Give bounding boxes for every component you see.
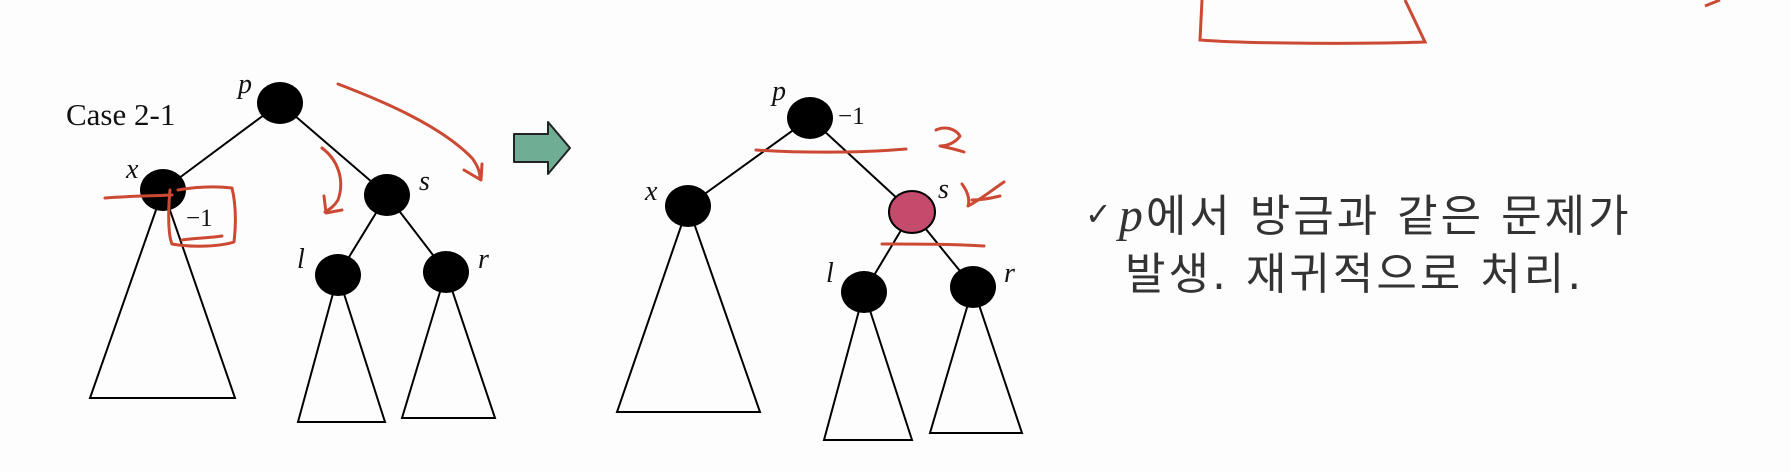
left-tree-subtrees (88, 186, 497, 423)
right-subtree-l (822, 288, 914, 441)
right-subtree-x (615, 202, 762, 413)
right-node-p (787, 97, 833, 139)
red-arrow-long-head (462, 162, 484, 182)
note-line-1-text: 에서 방금과 같은 문제가 (1145, 191, 1632, 242)
red-arrow-long (336, 82, 482, 180)
left-node-x (140, 169, 186, 211)
right-tree-subtrees (615, 202, 1024, 441)
subtree-r (400, 268, 497, 419)
red-underline-s (880, 242, 986, 248)
subtree-x (88, 186, 237, 399)
note-var-p: p (1118, 189, 1146, 242)
left-x-annotation: −1 (186, 205, 213, 232)
note-line-2: 발생. 재귀적으로 처리. (1125, 249, 1585, 300)
case-label: Case 2-1 (66, 97, 175, 132)
red-check-s (960, 180, 1006, 208)
red-scribble-r-mark (934, 126, 966, 154)
red-hook-minus-one (180, 234, 224, 242)
red-arrow-curve-down-head (322, 194, 344, 215)
right-label-s: s (938, 174, 949, 205)
subtree-l (296, 271, 387, 423)
check-icon: ✓ (1085, 195, 1115, 233)
left-label-r: r (478, 244, 489, 275)
right-label-p: p (770, 76, 786, 107)
right-subtree-r (928, 283, 1024, 434)
partial-red-triangle (1198, 0, 1428, 45)
transition-arrow-icon (513, 121, 571, 175)
right-node-x (665, 185, 711, 227)
right-label-l: l (826, 258, 834, 289)
right-label-x: x (644, 176, 658, 207)
note-text: ✓p에서 방금과 같은 문제가 발생. 재귀적으로 처리. (1085, 185, 1632, 304)
red-underline-p (754, 147, 908, 154)
left-label-x: x (125, 154, 139, 185)
left-node-s (364, 174, 410, 216)
left-label-l: l (297, 244, 305, 275)
red-strike-x (103, 193, 174, 200)
red-pen-mark-corner (1704, 0, 1721, 8)
right-node-s-red (888, 190, 936, 234)
left-node-p (257, 82, 303, 124)
right-node-l (841, 271, 887, 313)
red-check-s-tail (970, 194, 1002, 202)
left-node-l (315, 254, 361, 296)
right-p-annotation: −1 (838, 103, 865, 130)
right-label-r: r (1004, 258, 1015, 289)
red-box-minus-one (167, 185, 237, 248)
red-arrow-curve-down (320, 146, 343, 214)
note-line-1: ✓p에서 방금과 같은 문제가 (1085, 185, 1632, 246)
left-label-p: p (236, 69, 252, 100)
left-node-r (423, 251, 469, 293)
left-label-s: s (419, 166, 430, 197)
right-node-r (950, 266, 996, 308)
